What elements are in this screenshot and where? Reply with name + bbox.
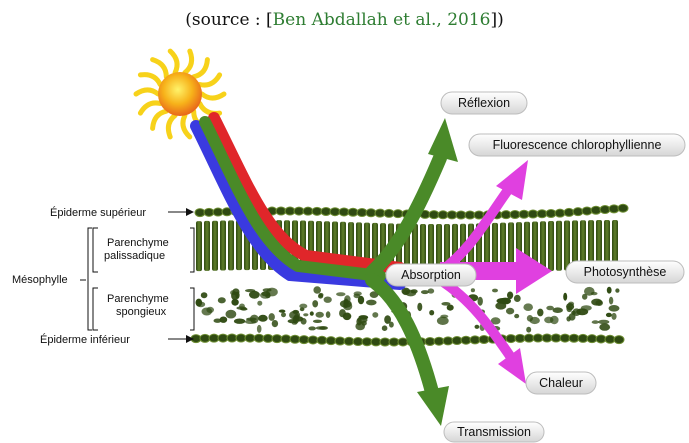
pill-fluorescence: Fluorescence chlorophyllienne — [469, 134, 685, 156]
pill-photosynthese: Photosynthèse — [566, 261, 684, 283]
pill-reflexion-text: Réflexion — [458, 96, 510, 110]
pill-transmission-text: Transmission — [457, 425, 531, 439]
label-epiderme-inferieur: Épiderme inférieur — [40, 333, 130, 346]
pill-absorption: Absorption — [386, 264, 476, 286]
pill-reflexion: Réflexion — [441, 92, 527, 114]
reflexion-arrowhead — [428, 118, 458, 162]
pill-photosynthese-text: Photosynthèse — [584, 265, 667, 279]
pill-chaleur-text: Chaleur — [539, 376, 583, 390]
pill-transmission: Transmission — [444, 422, 544, 442]
pill-chaleur: Chaleur — [526, 372, 596, 394]
pill-fluorescence-text: Fluorescence chlorophyllienne — [493, 138, 662, 152]
label-parenchyme-palissadique-2: palissadique — [104, 250, 165, 262]
label-parenchyme-palissadique-1: Parenchyme — [107, 237, 169, 249]
incident-light-rays — [196, 118, 400, 284]
label-epiderme-superieur: Épiderme supérieur — [50, 206, 146, 219]
label-parenchyme-spongieux-2: spongieux — [116, 306, 167, 318]
leaf-layer-labels: Épiderme supérieur Parenchyme palissadiq… — [12, 206, 194, 346]
pill-absorption-text: Absorption — [401, 268, 461, 282]
label-mesophylle: Mésophylle — [12, 274, 68, 286]
transmission-arrowhead — [417, 386, 449, 426]
label-parenchyme-spongieux-1: Parenchyme — [107, 293, 169, 305]
